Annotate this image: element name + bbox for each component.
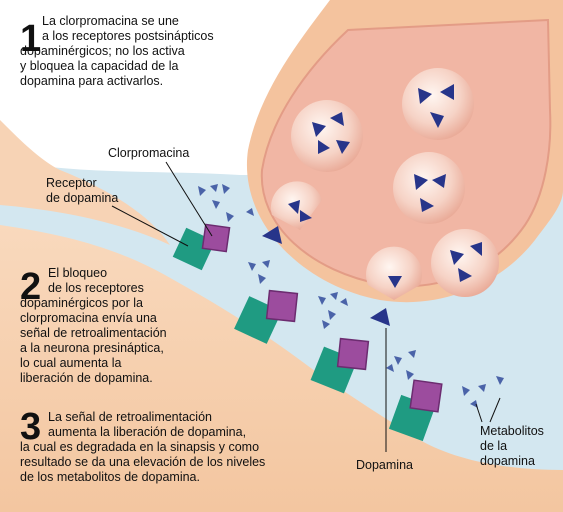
dopamine-metabolites	[198, 184, 504, 408]
label-receptor-line: Receptor	[46, 176, 97, 190]
step-3-line: de los metabolitos de dopamina.	[20, 470, 200, 484]
step-2-line: liberación de dopamina.	[20, 371, 153, 385]
label-metabolitos: Metabolitos de la dopamina	[480, 424, 544, 469]
callout-lines	[111, 161, 501, 452]
clorpromacina-molecule	[409, 379, 443, 413]
label-receptor: Receptor de dopamina	[46, 176, 118, 206]
step-3-line: resultado se da una elevación de los niv…	[20, 455, 266, 469]
step-2-line: El bloqueo	[48, 266, 108, 280]
step-2-line: señal de retroalimentación	[20, 326, 167, 340]
clorpromacina-molecule	[265, 289, 299, 323]
label-clorpromacina: Clorpromacina	[108, 146, 190, 160]
step-1-line: dopaminérgicos; no los activa	[20, 44, 185, 58]
step-2-line: a la neurona presináptica,	[20, 341, 164, 355]
vesicle-dopamine	[288, 84, 482, 288]
step-1-line: dopamina para activarlos.	[20, 74, 164, 88]
step-3-number: 3	[20, 406, 42, 448]
receptors	[172, 223, 443, 442]
label-metabolitos-line: Metabolitos	[480, 424, 544, 438]
postsynaptic-neuron	[0, 225, 563, 512]
vesicle	[431, 229, 499, 297]
step-1-line: y bloquea la capacidad de la	[20, 59, 179, 73]
docked-vesicle	[366, 246, 422, 300]
label-dopamina: Dopamina	[356, 458, 413, 472]
step-2-line: de los receptores	[48, 281, 144, 295]
step-2-line: lo cual aumenta la	[20, 356, 122, 370]
step-2-line: clorpromacina envía una	[20, 311, 157, 325]
step-3-text: La señal de retroalimentación aumenta la…	[20, 410, 265, 485]
label-receptor-line: de dopamina	[46, 191, 119, 205]
label-metabolitos-line: dopamina	[480, 454, 535, 468]
vesicle	[402, 68, 474, 140]
step-1-line: a los receptores postsinápticos	[42, 29, 214, 43]
step-2-text: El bloqueo de los receptores dopaminérgi…	[20, 266, 167, 386]
step-1-line: La clorpromacina se une	[42, 14, 179, 28]
step-2-line: dopaminérgicos por la	[20, 296, 143, 310]
clorpromacina-molecule	[201, 223, 231, 253]
step-1-number: 1	[20, 18, 42, 60]
step-3-line: la cual es degradada en la sinapsis y co…	[20, 440, 260, 454]
step-1-text: La clorpromacina se une a los receptores…	[20, 14, 214, 89]
vesicle	[291, 100, 363, 172]
step-2-number: 2	[20, 266, 42, 308]
clorpromacina-molecule	[336, 337, 370, 371]
free-dopamine	[262, 226, 390, 326]
step-3-line: aumenta la liberación de dopamina,	[48, 425, 247, 439]
label-metabolitos-line: de la	[480, 439, 508, 453]
vesicle	[393, 152, 465, 224]
step-3-line: La señal de retroalimentación	[48, 410, 212, 424]
